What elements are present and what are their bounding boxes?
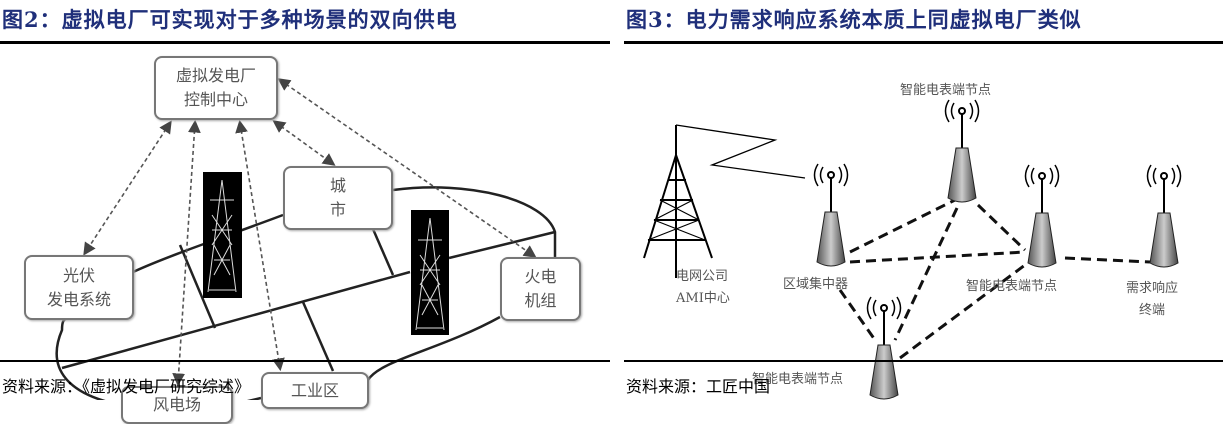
box-label: 虚拟发电厂 xyxy=(175,66,256,85)
antenna-node-icon xyxy=(1024,164,1060,268)
source-right: 资料来源：工匠中国 xyxy=(626,377,771,396)
bottom-rule xyxy=(624,360,1223,362)
box-label: 控制中心 xyxy=(183,90,248,109)
control-arrows xyxy=(83,78,537,387)
box-label: 城 xyxy=(329,176,346,195)
antenna-node-icon xyxy=(866,296,902,400)
bottom-rule xyxy=(0,360,610,362)
pv-box: 光伏 发电系统 xyxy=(24,255,134,320)
meter-right-label: 智能电表端节点 xyxy=(966,279,1058,294)
industrial-box: 工业区 xyxy=(261,372,369,409)
communication-tower-icon xyxy=(643,124,806,278)
transmission-tower-icon xyxy=(411,210,449,335)
antenna-node-icon xyxy=(1146,164,1182,268)
meter-top-label: 智能电表端节点 xyxy=(900,83,992,98)
antenna-node-icon xyxy=(944,99,980,203)
network-links xyxy=(838,198,1151,360)
ami-label: 电网公司 AMI中心 xyxy=(676,266,730,310)
control-center-box: 虚拟发电厂 控制中心 xyxy=(154,56,278,120)
title-rule xyxy=(0,41,610,44)
figure-2-title: 图2：虚拟电厂可实现对于多种场景的双向供电 xyxy=(2,7,458,32)
title-rule xyxy=(624,41,1223,44)
box-label: 火电 xyxy=(524,267,557,286)
meter-bottom-label: 智能电表端节点 xyxy=(752,372,844,387)
box-label: 工业区 xyxy=(290,380,339,400)
box-label: 机组 xyxy=(524,291,557,310)
terminal-label: 需求响应 终端 xyxy=(1126,278,1178,322)
box-label: 发电系统 xyxy=(46,289,111,309)
transmission-tower-icon xyxy=(203,172,242,298)
source-left: 资料来源：《虚拟发电厂研究综述》 xyxy=(2,377,251,396)
antenna-node-icon xyxy=(813,163,849,267)
thermal-box: 火电 机组 xyxy=(500,257,581,321)
figure-3-title: 图3：电力需求响应系统本质上同虚拟电厂类似 xyxy=(626,7,1082,32)
city-box: 城 市 xyxy=(283,166,393,230)
box-label: 市 xyxy=(329,200,346,219)
box-label: 光伏 xyxy=(62,265,95,285)
concentrator-label: 区域集中器 xyxy=(783,277,849,292)
terminal-line: 需求响应 xyxy=(1126,281,1179,296)
terminal-line: 终端 xyxy=(1139,303,1166,318)
ami-line: AMI中心 xyxy=(676,291,730,306)
ami-line: 电网公司 xyxy=(676,269,729,284)
diagram-lines xyxy=(55,78,1182,400)
